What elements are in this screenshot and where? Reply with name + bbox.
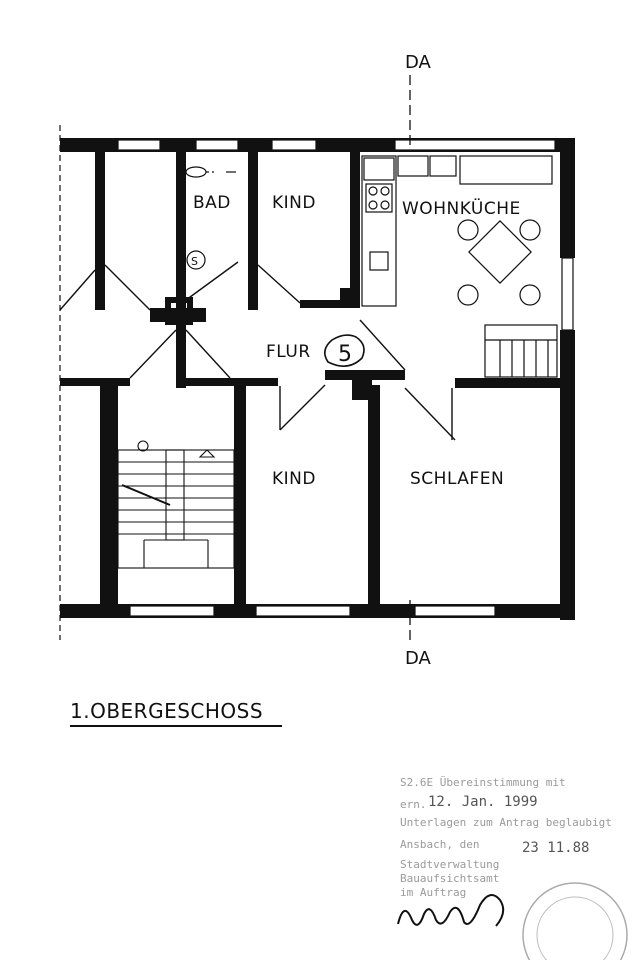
floor-title: 1.OBERGESCHOSS [70,699,263,723]
approval-stamp: S2.6E Übereinstimmung mit ern. 12. Jan. … [397,776,628,960]
seal-icon [522,882,628,960]
label-bad: BAD [193,193,231,213]
stamp-line3: Unterlagen zum Antrag beglaubigt [400,816,612,829]
signature [397,894,505,927]
bath-s-symbol: S [191,255,198,268]
stamp-line5: Stadtverwaltung [400,858,499,871]
stamp-line6: Bauaufsichtsamt [400,872,499,885]
section-line [70,75,411,727]
stamp-line2-prefix: ern. [400,798,427,811]
label-wohnkueche: WOHNKÜCHE [402,197,521,219]
stamp-date: 12. Jan. 1999 [428,794,538,810]
bath-fixtures [185,166,236,270]
label-schlafen: SCHLAFEN [410,469,504,489]
stamp-date2: 23 11.88 [522,840,589,856]
kitchen-fixtures [361,155,558,378]
flur-number-mark [324,334,365,367]
section-mark-top: DA [405,52,432,73]
stamp-line4: Ansbach, den [400,838,479,851]
door-swings [59,261,456,441]
stamp-line7: im Auftrag [400,886,466,899]
stamp-line1: S2.6E Übereinstimmung mit [400,776,566,789]
label-flur: FLUR [266,342,311,362]
section-mark-bottom: DA [405,648,432,669]
staircase [117,440,235,569]
label-kind-bottom: KIND [272,469,316,489]
label-flur-number: 5 [338,342,352,367]
label-kind-top: KIND [272,193,316,213]
windows [117,139,574,617]
